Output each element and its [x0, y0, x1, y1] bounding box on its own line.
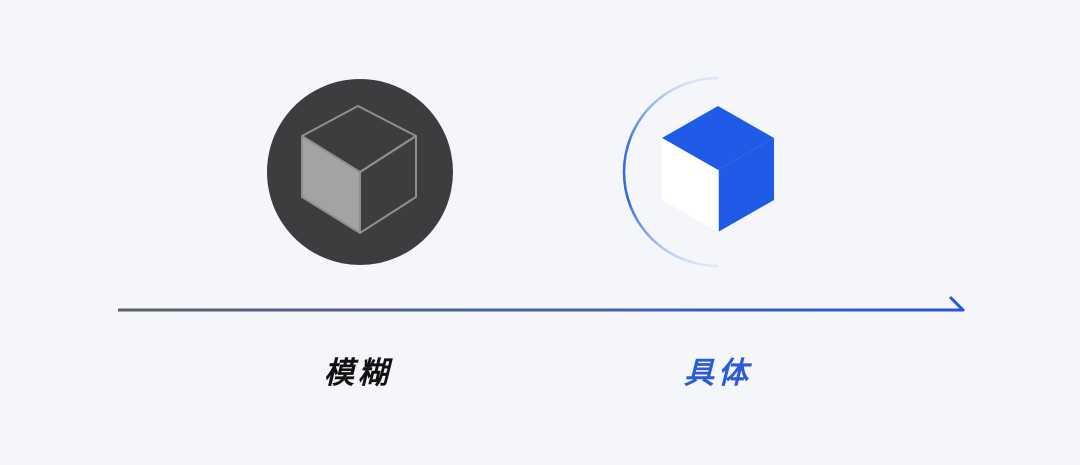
cube-right-outline — [359, 135, 417, 234]
cube-left-face — [302, 136, 360, 233]
label-concrete: 具体 — [684, 356, 752, 391]
cube-front-face — [662, 138, 718, 232]
cube-side-face — [718, 138, 774, 232]
cube-left-outline — [301, 136, 361, 234]
progress-axis — [118, 296, 965, 312]
concrete-cube-icon — [622, 76, 774, 268]
label-vague: 模糊 — [324, 356, 392, 391]
focus-arc — [622, 76, 719, 268]
axis-arrowhead — [949, 296, 965, 312]
blurry-cube-icon — [267, 79, 453, 265]
